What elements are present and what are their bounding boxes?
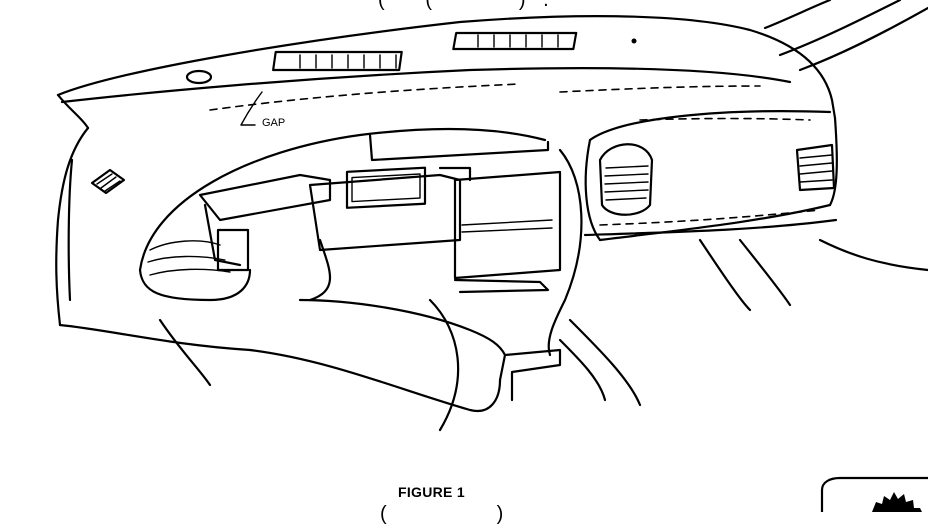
header-text-fragment: ( ( ) . — [378, 0, 555, 11]
corner-emblem — [820, 476, 928, 512]
center-stack — [308, 133, 583, 357]
left-side-vent — [90, 168, 126, 195]
passenger-dash-panel — [583, 110, 838, 242]
figure-caption: FIGURE 1 — [398, 484, 465, 500]
windshield-pillar — [763, 0, 928, 72]
defroster-grille-left — [272, 50, 403, 72]
lower-console — [158, 298, 642, 432]
passenger-lower-trim — [698, 238, 928, 312]
top-seam-dashes — [209, 83, 811, 121]
gap-leader-line — [240, 91, 263, 126]
passenger-side-vent — [795, 143, 836, 192]
cluster-cavity — [138, 127, 547, 302]
dashboard-line-drawing — [55, 0, 928, 512]
gap-callout-label: GAP — [262, 117, 286, 129]
passenger-center-vent — [598, 143, 654, 216]
dashboard-shell — [55, 15, 838, 352]
footer-text-fragment: ( ) — [380, 503, 510, 525]
top-dot — [631, 38, 637, 44]
defroster-grille-right — [452, 31, 578, 51]
passenger-seam-dashes — [599, 209, 821, 226]
speaker-hole — [185, 69, 213, 85]
